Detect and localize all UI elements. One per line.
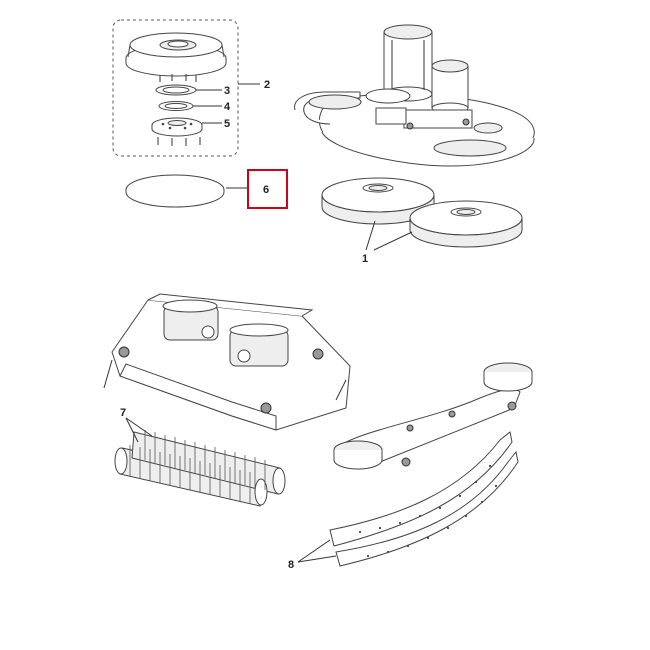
exploded-brush-hub-group xyxy=(112,19,260,157)
callout-5: 5 xyxy=(224,118,230,130)
group-dashed-frame xyxy=(112,19,239,157)
hub-plate-part-5 xyxy=(151,117,203,137)
callout-4: 4 xyxy=(224,101,231,113)
disc-brush-right xyxy=(409,200,523,248)
cylindrical-deck-assembly xyxy=(103,293,351,431)
ring-part-3 xyxy=(155,84,197,96)
leader-8 xyxy=(297,539,331,563)
hub-cover xyxy=(125,32,227,77)
squeegee-assembly xyxy=(333,362,533,470)
callout-6: 6 xyxy=(263,184,269,196)
squeegee-blades-part-8 xyxy=(297,431,519,567)
disc-brush-left xyxy=(321,177,435,225)
callout-2: 2 xyxy=(264,79,270,91)
callout-8: 8 xyxy=(288,559,294,571)
leader-1 xyxy=(365,220,413,251)
hub-screws-bottom xyxy=(157,137,201,146)
highlight-box-6 xyxy=(247,169,288,209)
leader-7 xyxy=(125,417,139,443)
scrubber-deck-assembly xyxy=(294,24,535,167)
ring-part-4 xyxy=(158,101,194,111)
callout-1: 1 xyxy=(362,253,368,265)
callout-3: 3 xyxy=(224,85,230,97)
callout-7: 7 xyxy=(120,407,126,419)
hub-screws-top xyxy=(159,74,197,82)
cylindrical-brushes-part-7 xyxy=(114,417,286,507)
pad-disc-part-6 xyxy=(125,174,248,208)
